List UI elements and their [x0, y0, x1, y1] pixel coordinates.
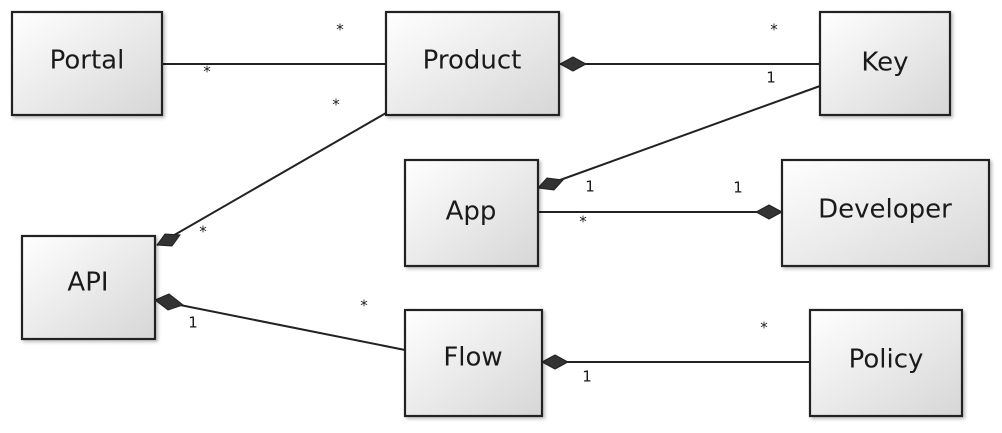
multiplicity-layer: * * * * 1 1 1 * * * 1 * 1: [188, 21, 778, 386]
node-app-box: [403, 158, 540, 268]
node-developer-label: Developer: [818, 195, 952, 225]
mult-flow-policy-near-flow: 1: [582, 368, 592, 386]
node-key[interactable]: [818, 10, 952, 117]
mult-api-flow-near-api: 1: [188, 314, 198, 332]
mult-product-key-lower: 1: [766, 69, 776, 87]
node-product-label: Product: [423, 46, 522, 76]
node-policy-label: Policy: [849, 345, 924, 375]
mult-portal-product-near-portal: *: [203, 63, 211, 81]
mult-portal-product-near-product: *: [336, 21, 344, 39]
node-developer[interactable]: [780, 158, 991, 268]
node-policy[interactable]: [808, 308, 964, 418]
node-key-label: Key: [861, 48, 908, 78]
mult-app-developer-near-developer: 1: [733, 179, 743, 197]
mult-app-developer-near-app: *: [579, 213, 587, 231]
mult-product-key-upper: *: [770, 21, 778, 39]
edge-app-key: [537, 85, 821, 189]
mult-api-product-near-product: *: [332, 96, 340, 114]
node-developer-box: [780, 158, 991, 268]
composition-diamond-api-product: [156, 233, 181, 247]
node-portal[interactable]: [10, 10, 164, 117]
node-app-label: App: [446, 197, 497, 227]
mult-api-product-near-api: *: [199, 223, 207, 241]
node-key-box: [818, 10, 952, 117]
node-api-box: [20, 234, 157, 341]
mult-api-flow-near-flow: *: [360, 297, 368, 315]
node-policy-box: [808, 308, 964, 418]
node-product[interactable]: [384, 10, 561, 117]
mult-flow-policy-near-policy: *: [760, 319, 768, 337]
composition-diamond-app-developer: [754, 204, 784, 220]
edge-api-product: [156, 112, 387, 246]
composition-diamond-flow-policy: [540, 354, 570, 370]
node-app[interactable]: [403, 158, 540, 268]
node-portal-label: Portal: [50, 46, 125, 76]
composition-diamond-product-key: [558, 56, 588, 72]
composition-diamond-api-flow: [154, 293, 185, 311]
node-product-box: [384, 10, 561, 117]
node-api[interactable]: [20, 234, 157, 341]
node-flow-label: Flow: [443, 343, 502, 373]
mult-app-key-near-app: 1: [585, 178, 595, 196]
labels-layer: Portal Product Key App Developer API Flo…: [50, 46, 953, 375]
composition-diamond-app-key: [536, 177, 565, 191]
edge-api-flow: [154, 299, 406, 351]
node-api-label: API: [67, 268, 108, 298]
node-flow-box: [403, 308, 544, 418]
node-flow[interactable]: [403, 308, 544, 418]
edges-layer: [154, 56, 821, 370]
node-portal-box: [10, 10, 164, 117]
